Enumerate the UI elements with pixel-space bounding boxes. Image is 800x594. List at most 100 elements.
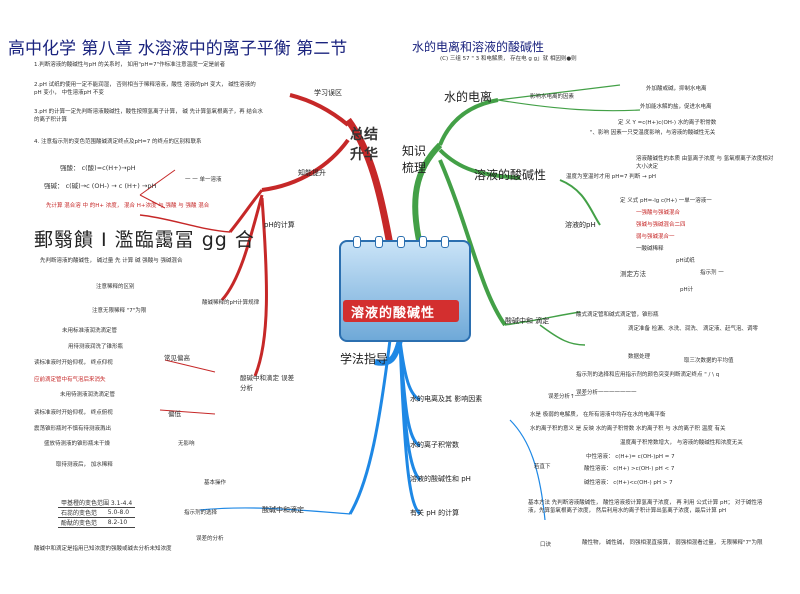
branch-study-points bbox=[289, 93, 350, 127]
branch-label-measure: 测定方法 bbox=[620, 270, 646, 278]
formula-dilution-rule: 酸碱稀释的pH计算规律 bbox=[202, 300, 260, 306]
subtitle-note: (C) 三组 57 " 3 和电解质， 存在电 g g」就 相因则●则 bbox=[440, 56, 577, 62]
center-card-background bbox=[339, 240, 471, 342]
error-ref6: 读标准液时开始仰视， 终点俯视 bbox=[34, 410, 113, 416]
indicator-name: 石蕊的变色范 bbox=[58, 507, 105, 518]
branch-left-lines bbox=[139, 169, 216, 415]
indicator-row: 甲基橙的变色范围 3.1-4.4 bbox=[58, 498, 136, 508]
branch-ph-sub bbox=[559, 179, 601, 226]
indicator-table-head: 甲基橙的变色范围 3.1-4.4 bbox=[58, 498, 136, 508]
error-ref8: 盛放待测液的锥形瓶未干燥 bbox=[44, 441, 111, 447]
note-dot: 口诀 bbox=[540, 542, 552, 548]
center-card: 溶液的酸碱性 bbox=[339, 236, 471, 342]
branch-lower-left bbox=[348, 339, 392, 515]
note-4: 4. 注意指示剂的变色范围酸碱滴定终点及pH=7 的终点的区别和联系 bbox=[34, 139, 202, 145]
branch-ph-calc bbox=[228, 189, 264, 233]
indicator-name: 酚酞的变色范 bbox=[58, 517, 105, 528]
branch-lower-4 bbox=[398, 339, 422, 516]
note-basic: 碱性溶液： c(H+)<c(OH-) pH > 7 bbox=[584, 480, 673, 486]
note-summary-bottom: 酸性物， 碱性碱， 同强相混直接算， 弱强相混看过量， 无限稀释"7"为限 bbox=[582, 540, 763, 546]
ring-icon bbox=[353, 236, 361, 248]
note-kw-compare: 水的离子积的意义 是 反映 水的离子积常数 水的离子积 与 水的离子积 温度 有… bbox=[530, 426, 726, 432]
titration-error: 误差的分析 bbox=[196, 536, 224, 542]
branch-lower-left-2 bbox=[199, 507, 351, 515]
note-titr-ind: 指示剂的选择和应用指示剂的颜色突变判断滴定终点 " / \ q bbox=[576, 372, 720, 378]
note-kw-factor: "、影响 因素一只受温度影响，与溶液的酸碱性无关 bbox=[590, 130, 716, 136]
ring-icon bbox=[397, 236, 405, 248]
ring-icon bbox=[375, 236, 383, 248]
note-ph-def: 定 义式 pH=-lg c(H+) 一单一溶液一 bbox=[620, 198, 712, 204]
note-ph-meter: pH试纸 bbox=[676, 258, 695, 264]
note-kw-temp: 温度离子积常数增大， 与溶液的酸碱性和浓度无关 bbox=[620, 440, 743, 446]
branch-error bbox=[253, 197, 268, 377]
branch-summary bbox=[345, 117, 394, 246]
page-subtitle: 水的电离和溶液的酸碱性 bbox=[412, 40, 545, 54]
center-label: 溶液的酸碱性 bbox=[351, 306, 436, 321]
note-2: 2.pH 试纸的使用一定不能润湿， 否则相当于稀释溶液，酸性 溶液的pH 变大，… bbox=[34, 82, 256, 96]
formula-base: 强碱： c(碱)→c (OH-) → c (H+) →pH bbox=[44, 182, 157, 190]
lower-branch-2: 水的离子积常数 bbox=[410, 441, 459, 449]
formula-infinite: 注意无限稀释 "7"为限 bbox=[92, 308, 147, 314]
note-titr-inst: 酸式滴定管和碱式滴定管，锥形瓶 bbox=[576, 312, 659, 318]
titration-bottom: 酸碱中和滴定是指用已知浓度的强酸或碱去分析未知浓度 bbox=[34, 546, 172, 552]
branch-titration bbox=[438, 159, 507, 327]
branch-acidbase bbox=[438, 148, 521, 180]
error-ref5: 未用待测液润洗滴定管 bbox=[60, 392, 116, 398]
branch-label-summary: 总结 升华 bbox=[350, 127, 378, 163]
branch-label-ph-calc: pH的计算 bbox=[264, 221, 295, 229]
branch-ph-calc-line bbox=[139, 214, 231, 233]
note-titr-calc2: 取三次数据的平均值 bbox=[684, 358, 734, 364]
note-temp-ph: 温度为室温时才用 pH=7 判断 → pH bbox=[566, 174, 656, 180]
branch-label-ability: 知能提升 bbox=[298, 169, 326, 177]
branch-label-acid-base: 溶液的酸碱性 bbox=[474, 168, 547, 182]
note-indicator: 指示剂 一 bbox=[700, 270, 724, 276]
error-title: 酸碱中和滴定 误差分析 bbox=[240, 374, 295, 392]
branch-label-titration: 酸碱中和 滴定 bbox=[505, 317, 550, 325]
note-ph-1: 一强酸与强碱混合 bbox=[636, 210, 681, 216]
branch-titration-sub bbox=[504, 311, 586, 346]
note-water-factors: 影响水电离的因素 bbox=[530, 94, 575, 100]
branch-label-bottom-left: 酸碱中和滴定 bbox=[262, 506, 304, 514]
branch-water bbox=[438, 98, 499, 146]
formula-mixed: 先判断溶液的酸碱性， 碱过量 先 计算 碱 强酸与 强碱混合 bbox=[40, 258, 183, 264]
titration-indicator: 指示剂的选择 bbox=[184, 510, 218, 516]
note-ph-meter2: pH计 bbox=[680, 287, 694, 293]
note-kw-def: 定 义 Y =c(H+)c(OH-) 水的离子积常数 bbox=[618, 120, 717, 126]
note-add-acid: 外加酸或碱，抑制水电离 bbox=[646, 86, 707, 92]
note-acidic: 酸性溶液： c(H+) >c(OH-) pH < 7 bbox=[584, 466, 675, 472]
note-3: 3.pH 的计算一定先判断溶液酸碱性，酸性按照氢离子计算， 碱 先计算氢氧根离子… bbox=[34, 109, 263, 123]
note-weak: 水是 极弱的电解质， 在所有溶液中均存在水的电离平衡 bbox=[530, 412, 666, 418]
lower-branch-3: 溶液的酸碱性和 pH bbox=[410, 475, 471, 483]
note-ph-4: 一酸碱稀释 bbox=[636, 246, 664, 252]
note-ph-2: 强碱与强碱混合二四 bbox=[636, 222, 686, 228]
note-titr-ops: 滴定准备 检漏、水洗、润洗、 滴定液、赶气泡、调零 bbox=[628, 326, 758, 332]
branch-label-water-ionization: 水的电离 bbox=[444, 90, 493, 104]
error-ref2: 用待测液润洗了锥形瓶 bbox=[68, 344, 124, 350]
error-common-high: 常见偏高 bbox=[164, 354, 190, 362]
note-method-ph: 基本方法 先判断溶液酸碱性， 酸性溶液按计算氢离子浓度， 再 利用 公式计算 p… bbox=[528, 500, 763, 514]
note-neutral: 中性溶液： c(H+)= c(OH-)pH = 7 bbox=[586, 454, 675, 460]
indicator-range: 8.2-10 bbox=[104, 517, 136, 528]
formula-one-group: 一 一 单一溶液 bbox=[185, 177, 222, 183]
note-add-salt: 外加能水解的盐，促进水电离 bbox=[640, 104, 712, 110]
branch-dilution bbox=[220, 194, 264, 302]
note-1: 1.判断溶液的酸碱性与pH 的关系时， 如用"pH=7"作标准注意温度一定是前者 bbox=[34, 62, 226, 68]
branch-water-sub bbox=[497, 84, 641, 112]
titration-read: 取待测液后， 加水稀释 bbox=[56, 462, 113, 468]
error-ref7: 震荡锥形瓶时不慎有待测液溅出 bbox=[34, 426, 112, 432]
formula-dilution: 注意稀释的区别 bbox=[96, 284, 135, 290]
ring-icon bbox=[441, 236, 449, 248]
error-ref3: 读标准液时开始仰视， 终点仰视 bbox=[34, 360, 113, 366]
titration-basic-op: 基本操作 bbox=[204, 480, 227, 486]
branch-label-ph-of-solution: 溶液的pH bbox=[565, 221, 596, 229]
error-none: 无影响 bbox=[178, 441, 195, 447]
formula-big-line: 郵翳饋 I 濫臨靄冨 gg 合 bbox=[34, 229, 255, 251]
branch-label-method: 学法指导 bbox=[340, 352, 389, 366]
branch-lower-right bbox=[509, 419, 546, 521]
formula-mix-note: 先计算 混合溶 中 的H+ 浓度， 混合 H+浓度 与 强酸 与 强酸 混合 bbox=[46, 203, 210, 209]
error-ref4: 应前滴定管中有气泡后来消失 bbox=[34, 377, 106, 383]
